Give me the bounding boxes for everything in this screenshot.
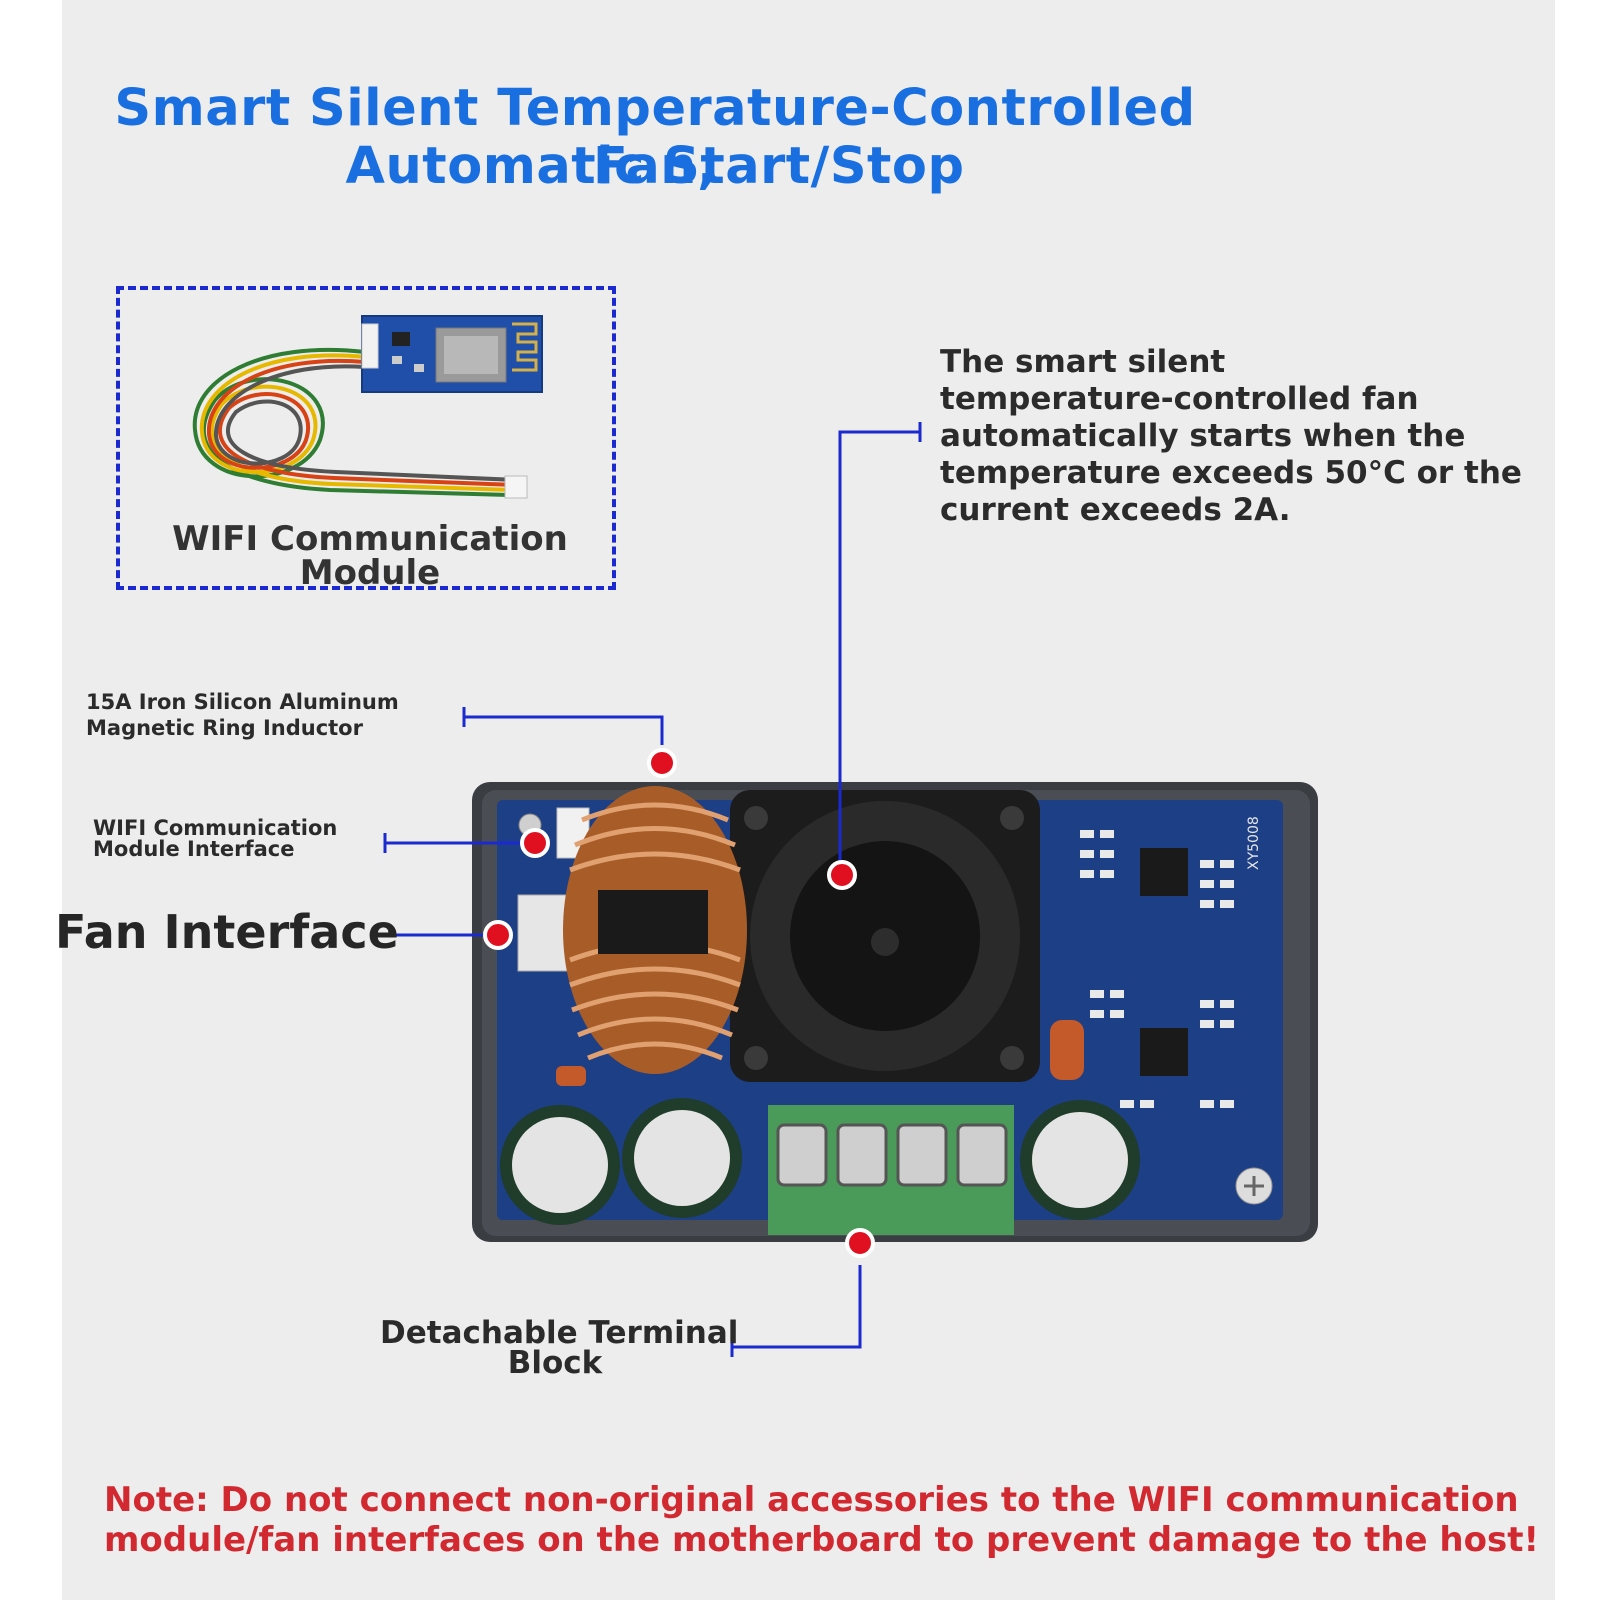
warning-note-line1: Note: Do not connect non-original access… bbox=[104, 1480, 1519, 1520]
fan-description-line: The smart silent bbox=[940, 344, 1226, 380]
wifi-module-label-line1: WIFI Communication bbox=[172, 519, 568, 559]
page-title-line1: Smart Silent Temperature-Controlled Fan, bbox=[114, 79, 1196, 196]
wifi-module-image bbox=[192, 315, 543, 499]
page-title-line2: Automatic Start/Stop bbox=[345, 137, 965, 196]
terminal-block-label-line1: Detachable Terminal bbox=[380, 1315, 739, 1351]
callout-markers bbox=[483, 748, 875, 1258]
toroid-inductor-icon bbox=[556, 786, 747, 1086]
marker-fan bbox=[827, 860, 857, 890]
wifi-interface-label-line1: WIFI Communication bbox=[93, 816, 338, 840]
wifi-interface-label-line2: Module Interface bbox=[93, 837, 295, 861]
fan-description-line: current exceeds 2A. bbox=[940, 492, 1291, 528]
fan-description-line: temperature exceeds 50°C or the bbox=[940, 455, 1522, 491]
pcb-board-image: XY5008 bbox=[472, 782, 1318, 1242]
fan-description-line: temperature-controlled fan bbox=[940, 381, 1419, 417]
capacitor-icon bbox=[500, 1098, 1140, 1225]
screw-icon bbox=[1235, 1167, 1273, 1205]
fan-description-line: automatically starts when the bbox=[940, 418, 1466, 454]
marker-wifi-interface bbox=[520, 828, 550, 858]
terminal-block-icon bbox=[768, 1105, 1014, 1235]
marker-fan-interface bbox=[483, 920, 513, 950]
warning-note-line2: module/fan interfaces on the motherboard… bbox=[104, 1520, 1539, 1560]
marker-terminal-block bbox=[845, 1228, 875, 1258]
cooling-fan-icon bbox=[730, 790, 1040, 1082]
wifi-module-label-line2: Module bbox=[299, 553, 441, 593]
fan-description: The smart silent temperature-controlled … bbox=[940, 344, 1522, 529]
fan-interface-label: Fan Interface bbox=[55, 905, 399, 959]
wifi-module-box bbox=[116, 286, 616, 590]
board-silkscreen: XY5008 bbox=[1246, 816, 1262, 870]
marker-inductor bbox=[647, 748, 677, 778]
terminal-block-label-line2: Block bbox=[507, 1345, 603, 1381]
inductor-label-line1: 15A Iron Silicon Aluminum bbox=[86, 690, 399, 714]
leader-lines bbox=[382, 422, 922, 1357]
inductor-label-line2: Magnetic Ring Inductor bbox=[86, 716, 363, 740]
